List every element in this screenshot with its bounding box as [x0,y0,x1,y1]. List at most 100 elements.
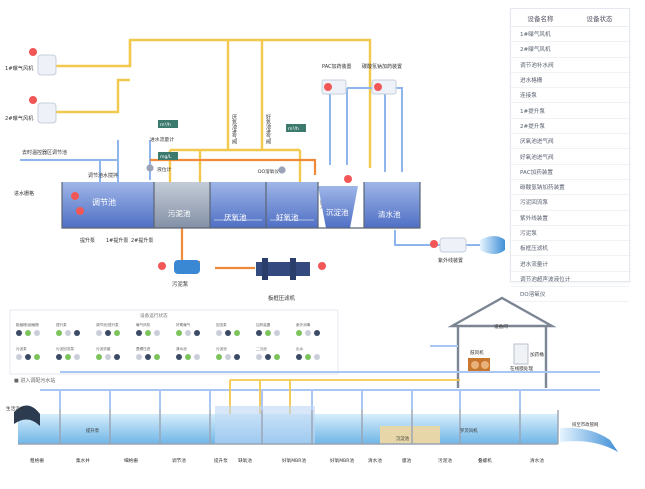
status-row: 污泥回流泵 [511,195,629,211]
sub-settle-label: 沉淀池 [396,435,410,442]
conc-meter[interactable]: mg/L 液位计 [146,152,178,173]
blower-1[interactable]: 1#曝气风机 [5,48,57,76]
bottom-tank-label: 集水井 [76,457,90,464]
pac-dosing[interactable]: PAC加药装置 [321,63,352,95]
status-row: 紫外线装置 [511,211,629,226]
mid-status-dot [265,330,271,336]
status-row-name: 污泥泵 [520,231,537,237]
status-row-name: 污泥回流泵 [520,200,548,207]
mid-status-dot [114,354,120,360]
mid-status-dot [256,354,262,360]
uv-unit[interactable]: 紫外线装置 [430,236,505,264]
sub-blower-label: 罗茨风机 [460,427,478,434]
mid-group-label: 调节池/提升泵 [96,322,119,327]
mid-status-dot [56,330,62,336]
lift-pump-2-label: 2#提升泵 [131,237,153,244]
flow-meter-1-unit: m³/h [160,122,171,128]
soda-dosing[interactable]: 碳酸氢钠加药装置 [362,63,402,95]
press-label: 板框压滤机 [268,294,296,302]
blower-2-label: 2#曝气风机 [5,114,34,122]
equipment-status-panel: 设备名称 设备状态 1#曝气风机 2#曝气风机调节池补水阀进水格栅连接泵 1#提升泵… [510,8,630,303]
bottom-blower-label: 鼓风机 [470,349,484,356]
do-meter-label: DO溶氧仪 [258,168,279,175]
mid-status-dot [74,354,80,360]
mid-group-label: 回流泵 [216,322,227,327]
bottom-tank-label: 叠螺机 [478,457,492,464]
status-row: PAC加药装置 [511,165,629,180]
status-row: 厌氧池进气阀 [511,134,629,150]
status-row: 调节池补水阀 [511,58,629,73]
anoxic-valve-label: 厌氧池进气阀 [231,114,237,145]
bottom-tank-label: 好氧MBR池 [282,457,306,464]
sub-lift-label: 提升泵 [86,427,100,434]
status-panel-header: 设备名称 设备状态 [511,9,629,27]
status-row-name: DO溶氧仪 [520,292,546,299]
status-row-name: 调节池超声波液位计 [520,276,571,283]
mid-status-dot [256,330,262,336]
tank-block [61,182,421,229]
mid-panel-title: 设备运行状态 [140,312,168,319]
mid-status-dot [296,330,302,336]
mid-status-dot [154,354,160,360]
mid-group-label: 提升泵 [56,322,67,327]
intake-label: 进水栅格 [14,190,34,197]
filter-press[interactable]: 板框压滤机 [256,258,326,302]
mid-status-dot [96,354,102,360]
status-row-name: 紫外线装置 [520,215,548,222]
mid-status-dot [225,330,231,336]
conc-meter-unit: mg/L [160,154,172,160]
mid-status-dot [296,354,302,360]
status-row: 进水格栅 [511,73,629,89]
status-row-name: PAC加药装置 [520,169,554,176]
tank-clear-label: 清水池 [378,209,401,219]
sludge-pump-label: 污泥泵 [172,280,189,288]
status-row: 碳酸氢钠加药装置 [511,180,629,196]
mid-status-dot [176,330,182,336]
mid-status-dot [305,354,311,360]
mid-status-dot [274,354,280,360]
bottom-tank-label: 缺氧池 [238,457,252,464]
mid-status-dot [234,330,240,336]
status-row-name: 碳酸氢钠加药装置 [520,185,565,192]
status-row-name: 1#曝气风机 [520,32,551,39]
mid-status-dot [25,354,31,360]
influent-label: 去时温控器区调节池 [22,149,67,156]
mid-status-dot [185,354,191,360]
blower-2[interactable]: 2#曝气风机 [5,96,57,124]
mid-status-dot [34,354,40,360]
status-row: 连接泵 [511,88,629,104]
status-row-name: 2#曝气风机 [520,47,551,54]
mid-group-label: 污泥池 [216,346,227,351]
flow-meter-2[interactable]: m³/h DO溶氧仪 [258,124,306,175]
col-name-header: 设备名称 [527,14,554,23]
bottom-tank-label: 清水池 [368,457,382,464]
pac-tank-label: 加药桶 [530,351,544,358]
status-row-name: 板框压滤机 [520,246,548,253]
level-gauge-label: 液位计 [157,166,172,173]
bottom-tank-label: 清水池 [530,457,544,464]
bottom-tank-label: 膜池 [402,457,412,464]
mid-status-dot [105,330,111,336]
bottom-tank-label: 调节池 [172,457,186,464]
bottom-tank-label: 好氧MBR池 [330,457,354,464]
mid-status-dot [305,330,311,336]
mid-group-label: 污泥泵 [16,346,27,351]
bottom-tank-label: 粗格栅 [30,457,44,464]
status-row-name: 连接泵 [520,93,537,100]
mid-status-dot [65,354,71,360]
col-status-header: 设备状态 [586,14,613,23]
status-row: 进水流量计 [511,256,629,272]
sludge-pump[interactable]: 污泥泵 [158,260,200,288]
mid-status-dot [265,354,271,360]
flow-meter-1[interactable]: m³/h 进水流量计 [150,120,178,143]
status-row-name: 调节池补水阀 [520,62,554,69]
membrane-label: 在线膜处理 [510,365,533,372]
status-row: 1#提升泵 [511,103,629,119]
uv-label: 紫外线装置 [438,257,463,264]
soda-label: 碳酸氢钠加药装置 [362,63,402,70]
status-row: 板框压滤机 [511,241,629,257]
mid-status-dot [74,330,80,336]
mid-group-label: 污泥浓缩 [96,346,111,351]
tank-settling-label: 沉淀池 [326,207,349,217]
